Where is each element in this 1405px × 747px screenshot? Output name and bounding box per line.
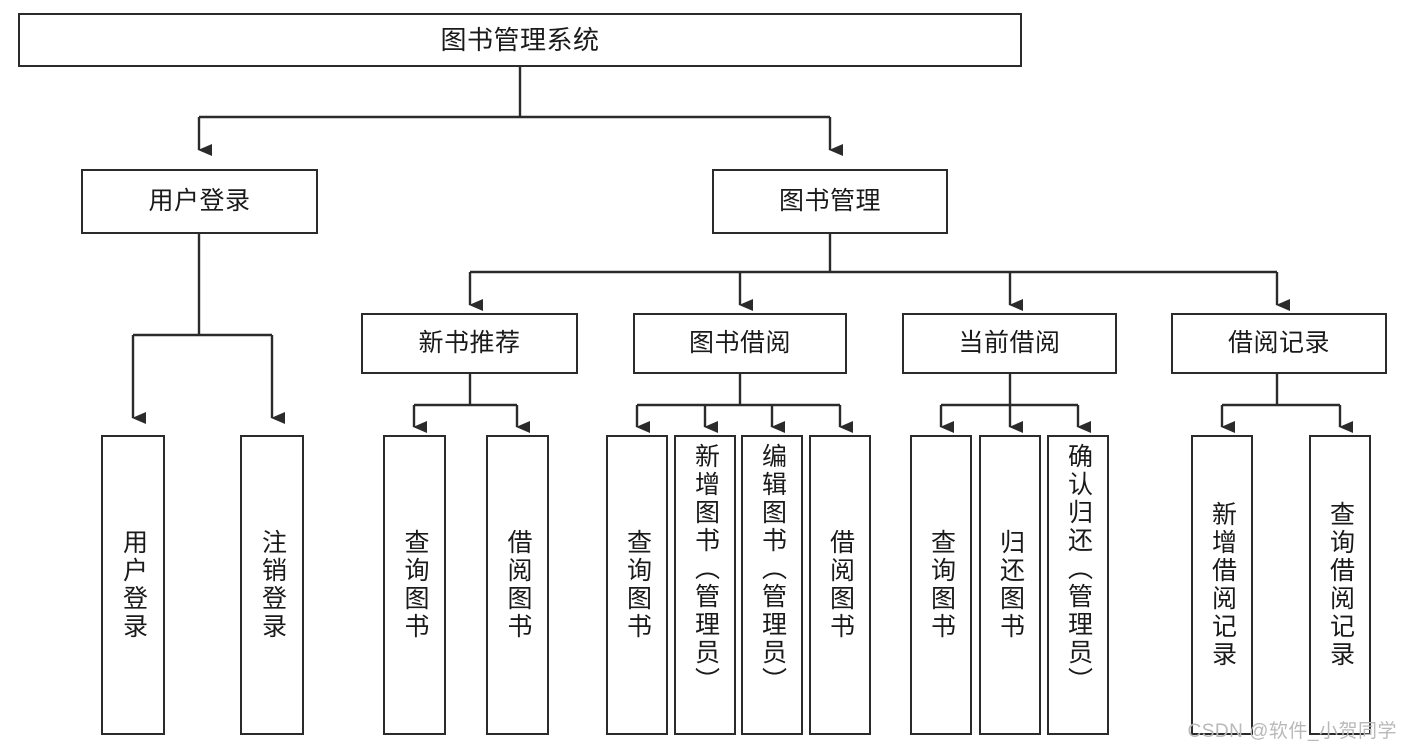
leaf-borrow-book-bb[interactable]: 借阅图书 xyxy=(809,435,871,735)
watermark: CSDN @软件_小贺同学 xyxy=(1187,721,1397,742)
node-label: 确认归还（管理员） xyxy=(1064,443,1093,695)
node-label: 查询图书 xyxy=(623,529,652,641)
node-label: 借阅记录 xyxy=(1227,328,1330,357)
node-user-login[interactable]: 用户登录 xyxy=(81,169,318,234)
node-book-borrow[interactable]: 图书借阅 xyxy=(633,313,847,374)
leaf-query-book-nb[interactable]: 查询图书 xyxy=(383,435,446,735)
node-current-borrow[interactable]: 当前借阅 xyxy=(902,313,1117,374)
node-label: 借阅图书 xyxy=(826,529,855,641)
leaf-return-book[interactable]: 归还图书 xyxy=(979,435,1041,735)
leaf-confirm-return-admin[interactable]: 确认归还（管理员） xyxy=(1047,435,1109,735)
leaf-query-borrow-record[interactable]: 查询借阅记录 xyxy=(1309,435,1371,735)
node-label: 查询图书 xyxy=(401,529,429,641)
node-label: 新书推荐 xyxy=(418,328,521,357)
node-label: 归还图书 xyxy=(996,529,1025,641)
node-label: 图书管理系统 xyxy=(440,24,600,55)
node-root-book-management-system[interactable]: 图书管理系统 xyxy=(18,13,1022,67)
node-label: 用户登录 xyxy=(119,529,148,641)
node-label: 查询图书 xyxy=(927,529,956,641)
node-borrow-record[interactable]: 借阅记录 xyxy=(1171,313,1387,374)
node-label: 注销登录 xyxy=(258,529,287,641)
leaf-query-book-bb[interactable]: 查询图书 xyxy=(606,435,668,735)
node-label: 查询借阅记录 xyxy=(1326,501,1355,669)
node-book-management[interactable]: 图书管理 xyxy=(712,169,948,234)
node-label: 新增图书（管理员） xyxy=(691,443,720,695)
node-label: 图书借阅 xyxy=(688,328,791,357)
leaf-add-book-admin[interactable]: 新增图书（管理员） xyxy=(674,435,736,735)
node-label: 图书管理 xyxy=(778,186,881,215)
node-new-book-recommend[interactable]: 新书推荐 xyxy=(361,313,578,374)
leaf-user-login[interactable]: 用户登录 xyxy=(101,435,165,735)
node-label: 新增借阅记录 xyxy=(1208,501,1237,669)
node-label: 借阅图书 xyxy=(504,529,532,641)
leaf-borrow-book-nb[interactable]: 借阅图书 xyxy=(486,435,549,735)
leaf-logout[interactable]: 注销登录 xyxy=(240,435,304,735)
leaf-add-borrow-record[interactable]: 新增借阅记录 xyxy=(1191,435,1253,735)
leaf-edit-book-admin[interactable]: 编辑图书（管理员） xyxy=(741,435,803,735)
node-label: 编辑图书（管理员） xyxy=(758,443,787,695)
leaf-query-book-cb[interactable]: 查询图书 xyxy=(910,435,972,735)
node-label: 当前借阅 xyxy=(958,328,1061,357)
node-label: 用户登录 xyxy=(148,186,251,215)
